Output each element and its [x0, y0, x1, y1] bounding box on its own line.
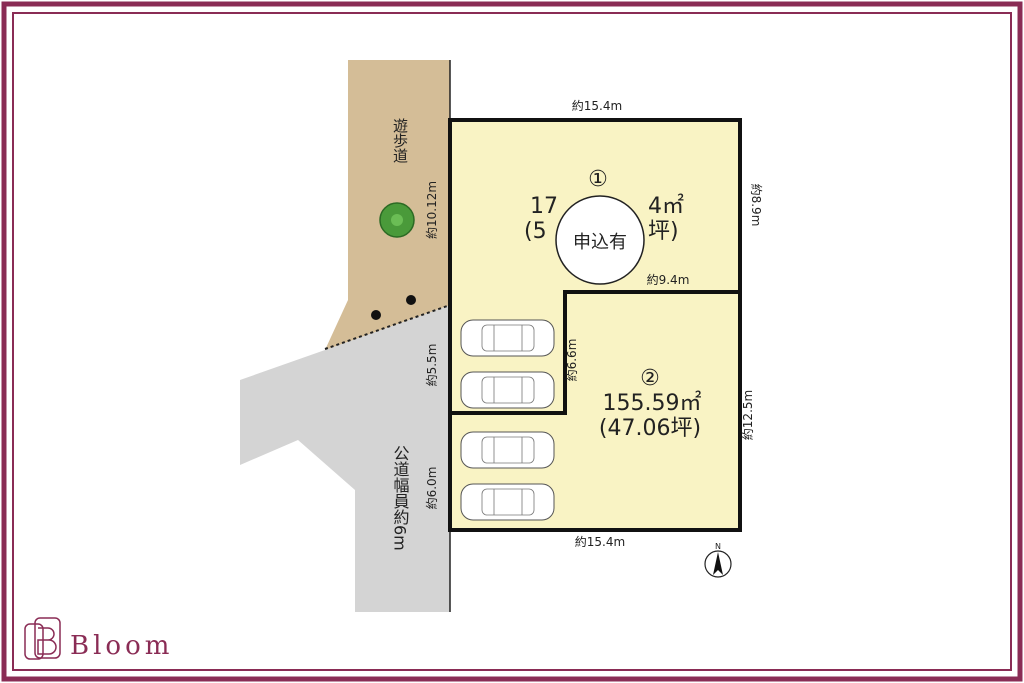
lot1-top-dimension: 約15.4m — [572, 98, 622, 113]
car-icon — [460, 483, 555, 521]
lot1-area-left: 17 — [530, 194, 558, 219]
bloom-logo-icon — [24, 617, 61, 660]
lot1-inner-dimension: 約9.4m — [647, 272, 690, 287]
north-arrow-icon: N — [704, 542, 732, 578]
lot1-area-right: 4㎡ — [648, 193, 684, 219]
north-label: N — [715, 542, 721, 551]
post-icon — [371, 310, 381, 320]
public-road — [240, 305, 450, 612]
lot1-frontage-dimension: 約5.5m — [424, 344, 439, 387]
lot2-bottom-dimension: 約15.4m — [575, 534, 625, 549]
inner-frame — [12, 12, 1012, 671]
lot1-tsubo-right: 坪) — [648, 219, 679, 244]
walkway-label: 遊歩道 — [391, 118, 409, 163]
sold-badge-text: 申込有 — [573, 232, 627, 253]
walkway — [325, 60, 450, 350]
lot2-number: ② — [640, 366, 660, 391]
lot2-inner-dimension: 約6.6m — [564, 339, 579, 382]
lot2-area: 155.59㎡ — [603, 390, 702, 416]
car-icon — [460, 319, 555, 357]
road-label: 公道幅員約6m — [391, 445, 410, 551]
car-icon — [460, 431, 555, 469]
car-icon — [460, 371, 555, 409]
lot2-tsubo: (47.06坪) — [599, 416, 701, 441]
lot1-tsubo-left: (5 — [524, 219, 547, 244]
walkway-width-dimension: 約10.12m — [424, 181, 439, 239]
brand-name: Bloom — [70, 631, 173, 661]
sold-badge — [555, 195, 645, 285]
boundary-dotted-line — [324, 304, 451, 350]
lot2-frontage-dimension: 約6.0m — [424, 467, 439, 510]
tree-icon — [379, 202, 415, 238]
lot2-right-dimension: 約12.5m — [740, 390, 755, 440]
lot1-number: ① — [588, 167, 608, 192]
post-icon — [406, 295, 416, 305]
lot1-right-dimension: 約8.9m — [749, 184, 764, 227]
